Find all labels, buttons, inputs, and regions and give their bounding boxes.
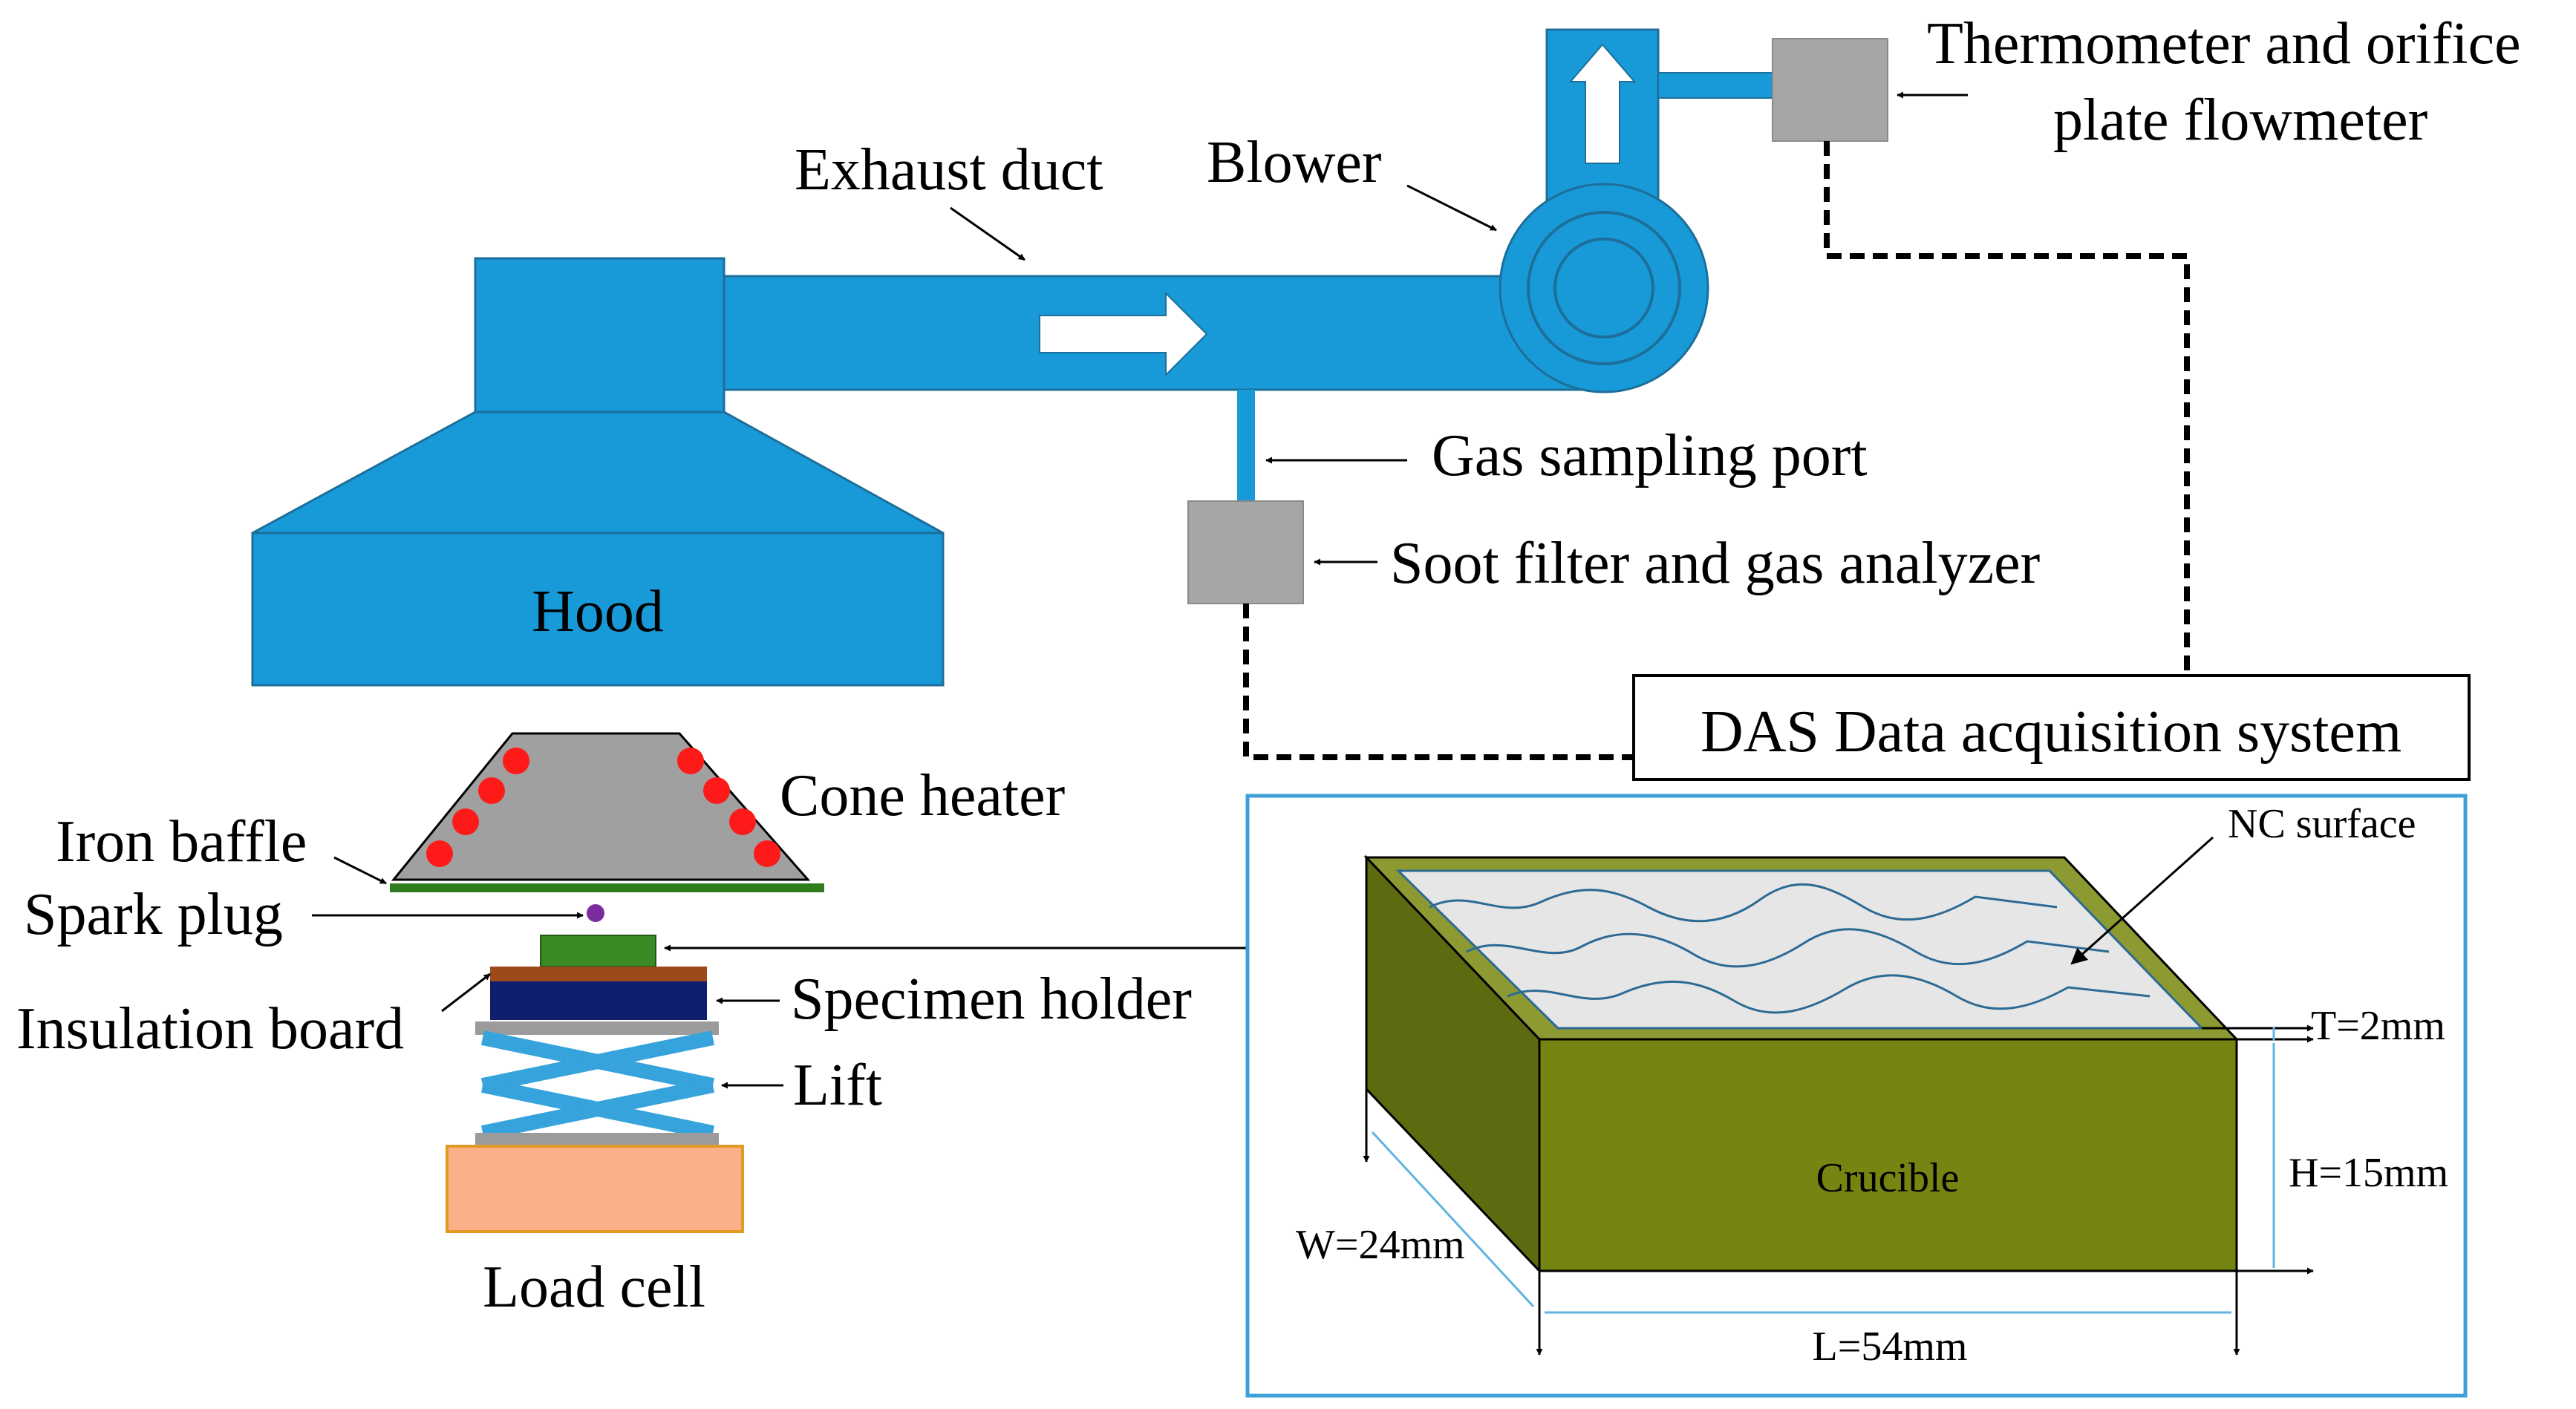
- nc-surface-pointer: [2070, 836, 2214, 965]
- heater-element-icon: [503, 748, 529, 774]
- heater-element-icon: [703, 777, 730, 804]
- heater-element-icon: [478, 777, 505, 804]
- heater-element-icon: [754, 840, 780, 867]
- up-arrow-icon: [1568, 43, 1637, 164]
- dimension-width: W=24mm: [1296, 1089, 1543, 1356]
- spark-plug-icon: [587, 904, 604, 922]
- soot-filter-box: [1187, 500, 1304, 604]
- signal-cable-analyzer: [1243, 604, 1634, 760]
- dimension-length: L=54mm: [1545, 1271, 2240, 1370]
- blower: [1499, 28, 1778, 393]
- lift-bottom-plate: [475, 1133, 719, 1146]
- gas-sampling-tube: [1237, 390, 1255, 501]
- insulation-board-label: Insulation board: [16, 996, 404, 1062]
- blower-pointer: [1406, 184, 1497, 232]
- hood-assembly: Hood: [251, 257, 945, 687]
- insulation-board-pointer: [441, 972, 491, 1013]
- thermometer-label-line1: Thermometer and orifice: [1927, 11, 2521, 76]
- lift-top-plate: [475, 1021, 719, 1035]
- blower-housing: [1499, 183, 1709, 393]
- thermometer-connector: [1657, 72, 1778, 99]
- flow-arrow-icon: [1039, 291, 1208, 377]
- blower-ring-inner: [1553, 238, 1654, 339]
- load-cell-box: [446, 1145, 744, 1233]
- das-box: DAS Data acquisition system: [1632, 674, 2471, 781]
- nc-surface-wave: [1429, 883, 2058, 923]
- lift-bar: [480, 1030, 715, 1093]
- load-cell-label: Load cell: [483, 1255, 705, 1320]
- specimen-holder-label: Specimen holder: [791, 967, 1192, 1032]
- blower-label: Blower: [1207, 130, 1382, 195]
- exhaust-duct-label: Exhaust duct: [795, 137, 1103, 203]
- heater-element-icon: [729, 808, 756, 835]
- blower-ring-outer: [1527, 211, 1681, 365]
- soot-filter-label: Soot filter and gas analyzer: [1390, 531, 2040, 596]
- hood-label: Hood: [532, 579, 664, 644]
- iron-baffle-pointer: [333, 856, 387, 885]
- specimen-holder: [490, 981, 707, 1020]
- heater-element-icon: [452, 808, 479, 835]
- crucible-model: Crucible: [1363, 854, 2240, 1274]
- thermometer-box: [1772, 38, 1888, 142]
- heater-element-icon: [426, 840, 453, 867]
- lift-bar: [480, 1078, 715, 1140]
- thickness-label: T=2mm: [2311, 1003, 2445, 1049]
- hood-body: [251, 532, 945, 687]
- exhaust-duct-pointer: [950, 206, 1025, 261]
- crucible-label: Crucible: [1816, 1155, 1960, 1201]
- nc-surface-label: NC surface: [2228, 801, 2416, 847]
- heater-element-icon: [677, 748, 704, 774]
- das-frame: [1632, 674, 2471, 781]
- cone-heater-label: Cone heater: [780, 763, 1065, 828]
- crucible-front-face: [1538, 1038, 2238, 1272]
- signal-cable-thermometer: [1824, 141, 2190, 676]
- length-label: L=54mm: [1813, 1324, 1968, 1370]
- das-label: DAS Data acquisition system: [1701, 699, 2401, 765]
- dimension-height: H=15mm: [2237, 1043, 2448, 1275]
- gas-sampling-label: Gas sampling port: [1432, 423, 1868, 488]
- height-label: H=15mm: [2289, 1150, 2448, 1196]
- spark-plug-label: Spark plug: [24, 882, 283, 947]
- nc-surface-wave: [1466, 928, 2110, 968]
- nc-surface-wave: [1507, 974, 2151, 1014]
- cone-heater: [391, 732, 811, 881]
- dimension-thickness: T=2mm: [2202, 1003, 2445, 1049]
- insulation-board: [490, 967, 707, 981]
- cone-heater-body: [391, 732, 811, 881]
- width-label: W=24mm: [1296, 1222, 1465, 1268]
- iron-baffle: [390, 883, 824, 892]
- lift-label: Lift: [793, 1053, 882, 1118]
- iron-baffle-label: Iron baffle: [56, 809, 307, 875]
- width-dim: [1371, 1131, 1535, 1308]
- hood-collar: [474, 257, 725, 416]
- exhaust-duct: [723, 275, 1598, 391]
- hood-taper: [252, 411, 944, 534]
- thermometer-label-line2: plate flowmeter: [2053, 88, 2427, 153]
- specimen-sample: [540, 935, 656, 967]
- lift-scissor: [480, 1030, 715, 1140]
